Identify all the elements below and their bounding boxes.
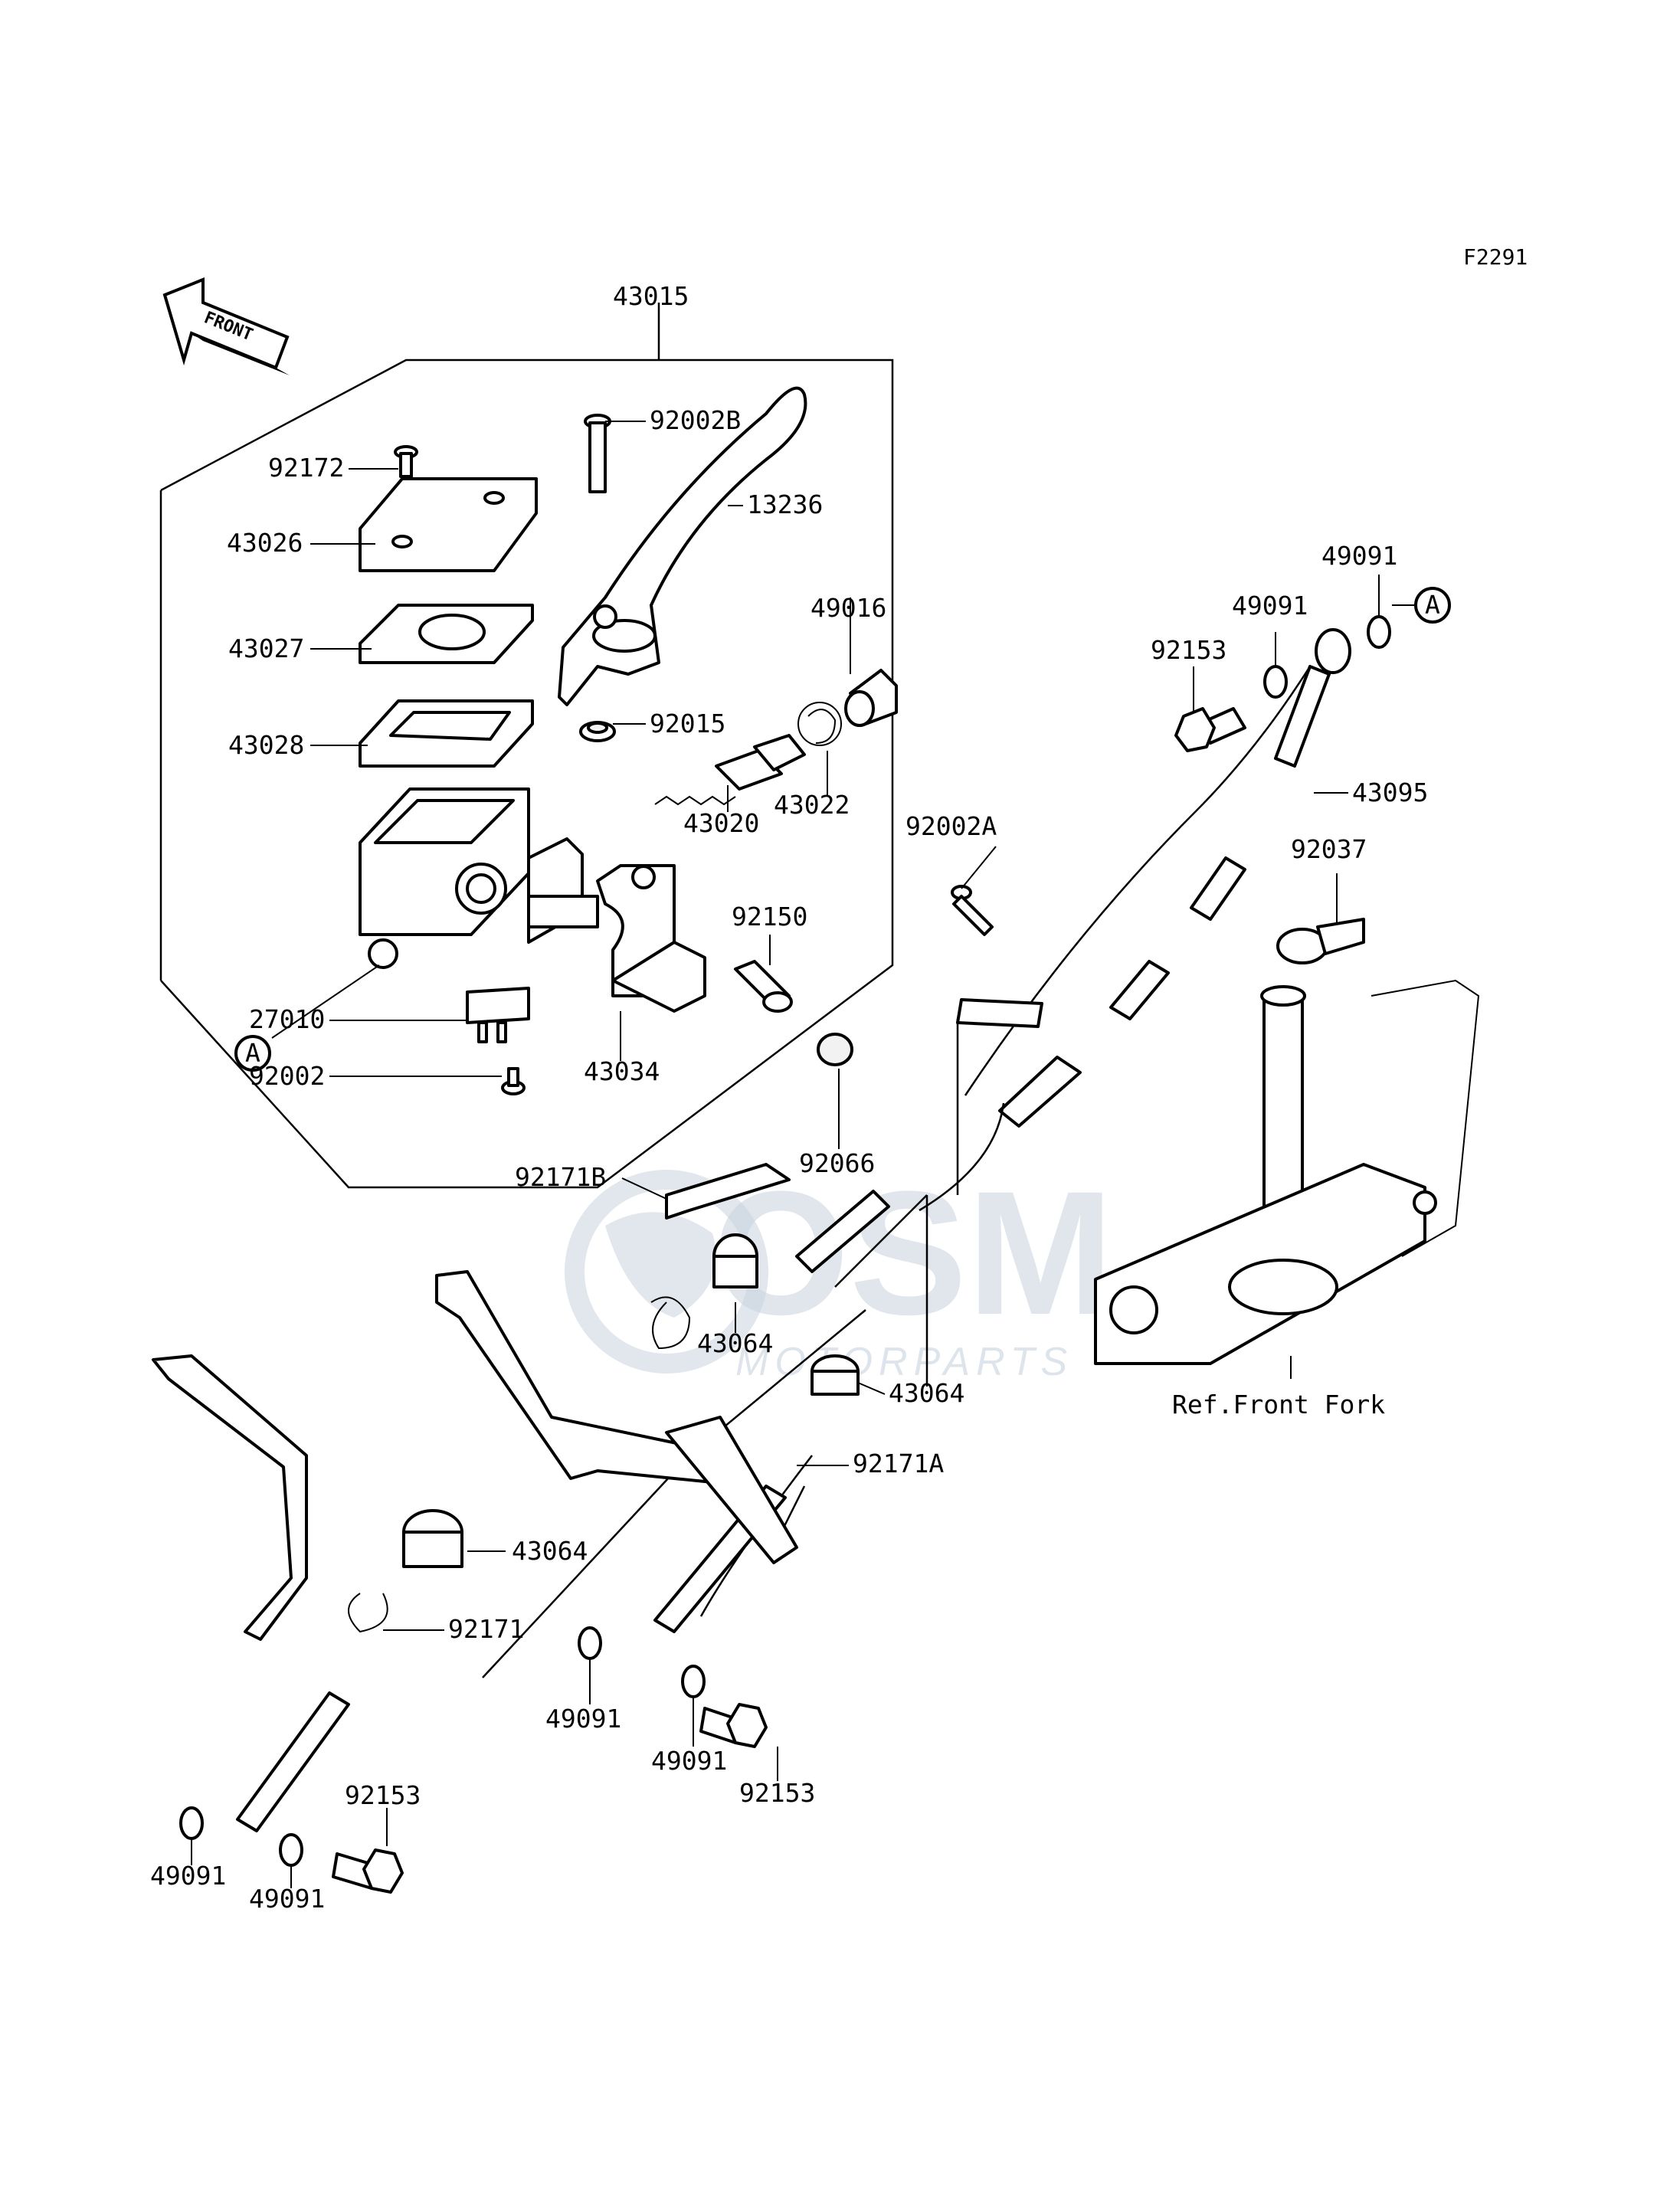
callout-92153-b: 92153 — [345, 1780, 421, 1810]
callout-49091-f: 49091 — [1232, 591, 1308, 620]
assembly-frame — [159, 303, 894, 1189]
callout-43064-b: 43064 — [889, 1378, 964, 1408]
callout-49091-e: 49091 — [1321, 541, 1397, 571]
callout-92153-a: 92153 — [739, 1778, 815, 1808]
connector-marker-left: A — [234, 1035, 271, 1072]
callout-43095: 43095 — [1352, 778, 1428, 807]
diaphragm — [359, 699, 534, 768]
callout-92066: 92066 — [799, 1148, 875, 1178]
callout-43034: 43034 — [584, 1056, 660, 1086]
banjo-bolt-92150 — [734, 960, 793, 1013]
washer-set — [179, 615, 1391, 1867]
cap-92066 — [817, 1033, 853, 1066]
banjo-bolt-lower — [332, 1848, 404, 1894]
clamp-holder — [596, 864, 706, 1013]
banjo-bolt-upper — [1174, 707, 1246, 752]
callout-92171B: 92171B — [515, 1162, 606, 1192]
callout-13236: 13236 — [747, 489, 823, 519]
reservoir-cap — [359, 477, 538, 572]
callout-49091-d: 49091 — [249, 1884, 325, 1914]
brackets — [152, 1270, 798, 1641]
watermark-logo: OSM — [712, 1154, 1114, 1351]
part-labels: 43015 92002B 92172 13236 43026 49016 430… — [150, 281, 1428, 1914]
callout-43064-c: 43064 — [512, 1536, 588, 1566]
callout-43020: 43020 — [683, 808, 759, 838]
figure-code: F2291 — [1463, 244, 1528, 270]
front-direction-icon: FRONT — [162, 277, 290, 375]
circlip — [797, 702, 842, 746]
dust-boot — [844, 669, 898, 727]
connector-A-left: A — [245, 1038, 260, 1068]
callout-92002: 92002 — [249, 1061, 325, 1091]
brake-lever — [558, 386, 807, 706]
banjo-bolt-mid — [699, 1703, 768, 1748]
callout-92037: 92037 — [1291, 834, 1367, 864]
callout-49091-a: 49091 — [545, 1704, 621, 1734]
callout-92153-c: 92153 — [1151, 635, 1226, 665]
watermark-tagline: MOTORPARTS — [735, 1340, 1073, 1384]
callout-92002A: 92002A — [905, 811, 997, 841]
grommets — [402, 1233, 860, 1568]
callout-27010: 27010 — [249, 1004, 325, 1034]
leader-lines — [191, 421, 1417, 1888]
callout-92172: 92172 — [268, 453, 344, 483]
pivot-nut — [579, 721, 616, 742]
pivot-bolt — [584, 414, 611, 493]
connector-A-right: A — [1425, 590, 1440, 620]
connector-marker-right: A — [1414, 587, 1451, 624]
callout-43026: 43026 — [227, 528, 303, 558]
callout-43015: 43015 — [613, 281, 689, 311]
hose-clamps — [348, 1163, 791, 1633]
callout-92171A: 92171A — [853, 1449, 944, 1478]
diaphragm-plate — [359, 604, 534, 664]
callout-43064-a: 43064 — [697, 1328, 773, 1358]
callout-92015: 92015 — [650, 709, 725, 738]
callout-43027: 43027 — [228, 634, 304, 663]
switch-screw — [501, 1067, 526, 1095]
callout-49091-c: 49091 — [150, 1861, 226, 1891]
fitting-92037 — [1276, 918, 1365, 964]
callout-49016: 49016 — [811, 593, 886, 623]
callout-92002B: 92002B — [650, 405, 741, 435]
piston-assembly — [654, 734, 806, 806]
reference-note: Ref.Front Fork — [1172, 1390, 1385, 1419]
brake-switch — [466, 987, 530, 1043]
callout-49091-b: 49091 — [651, 1746, 727, 1776]
steering-stem — [1094, 979, 1480, 1365]
cap-screw — [394, 445, 418, 478]
callout-43028: 43028 — [228, 730, 304, 760]
callout-92150: 92150 — [732, 902, 807, 932]
bolt-92002A — [951, 885, 994, 936]
master-cylinder-body — [359, 787, 599, 969]
callout-43022: 43022 — [774, 790, 850, 820]
watermark: OSM MOTORPARTS — [565, 1154, 1114, 1384]
callout-92171: 92171 — [448, 1614, 524, 1644]
